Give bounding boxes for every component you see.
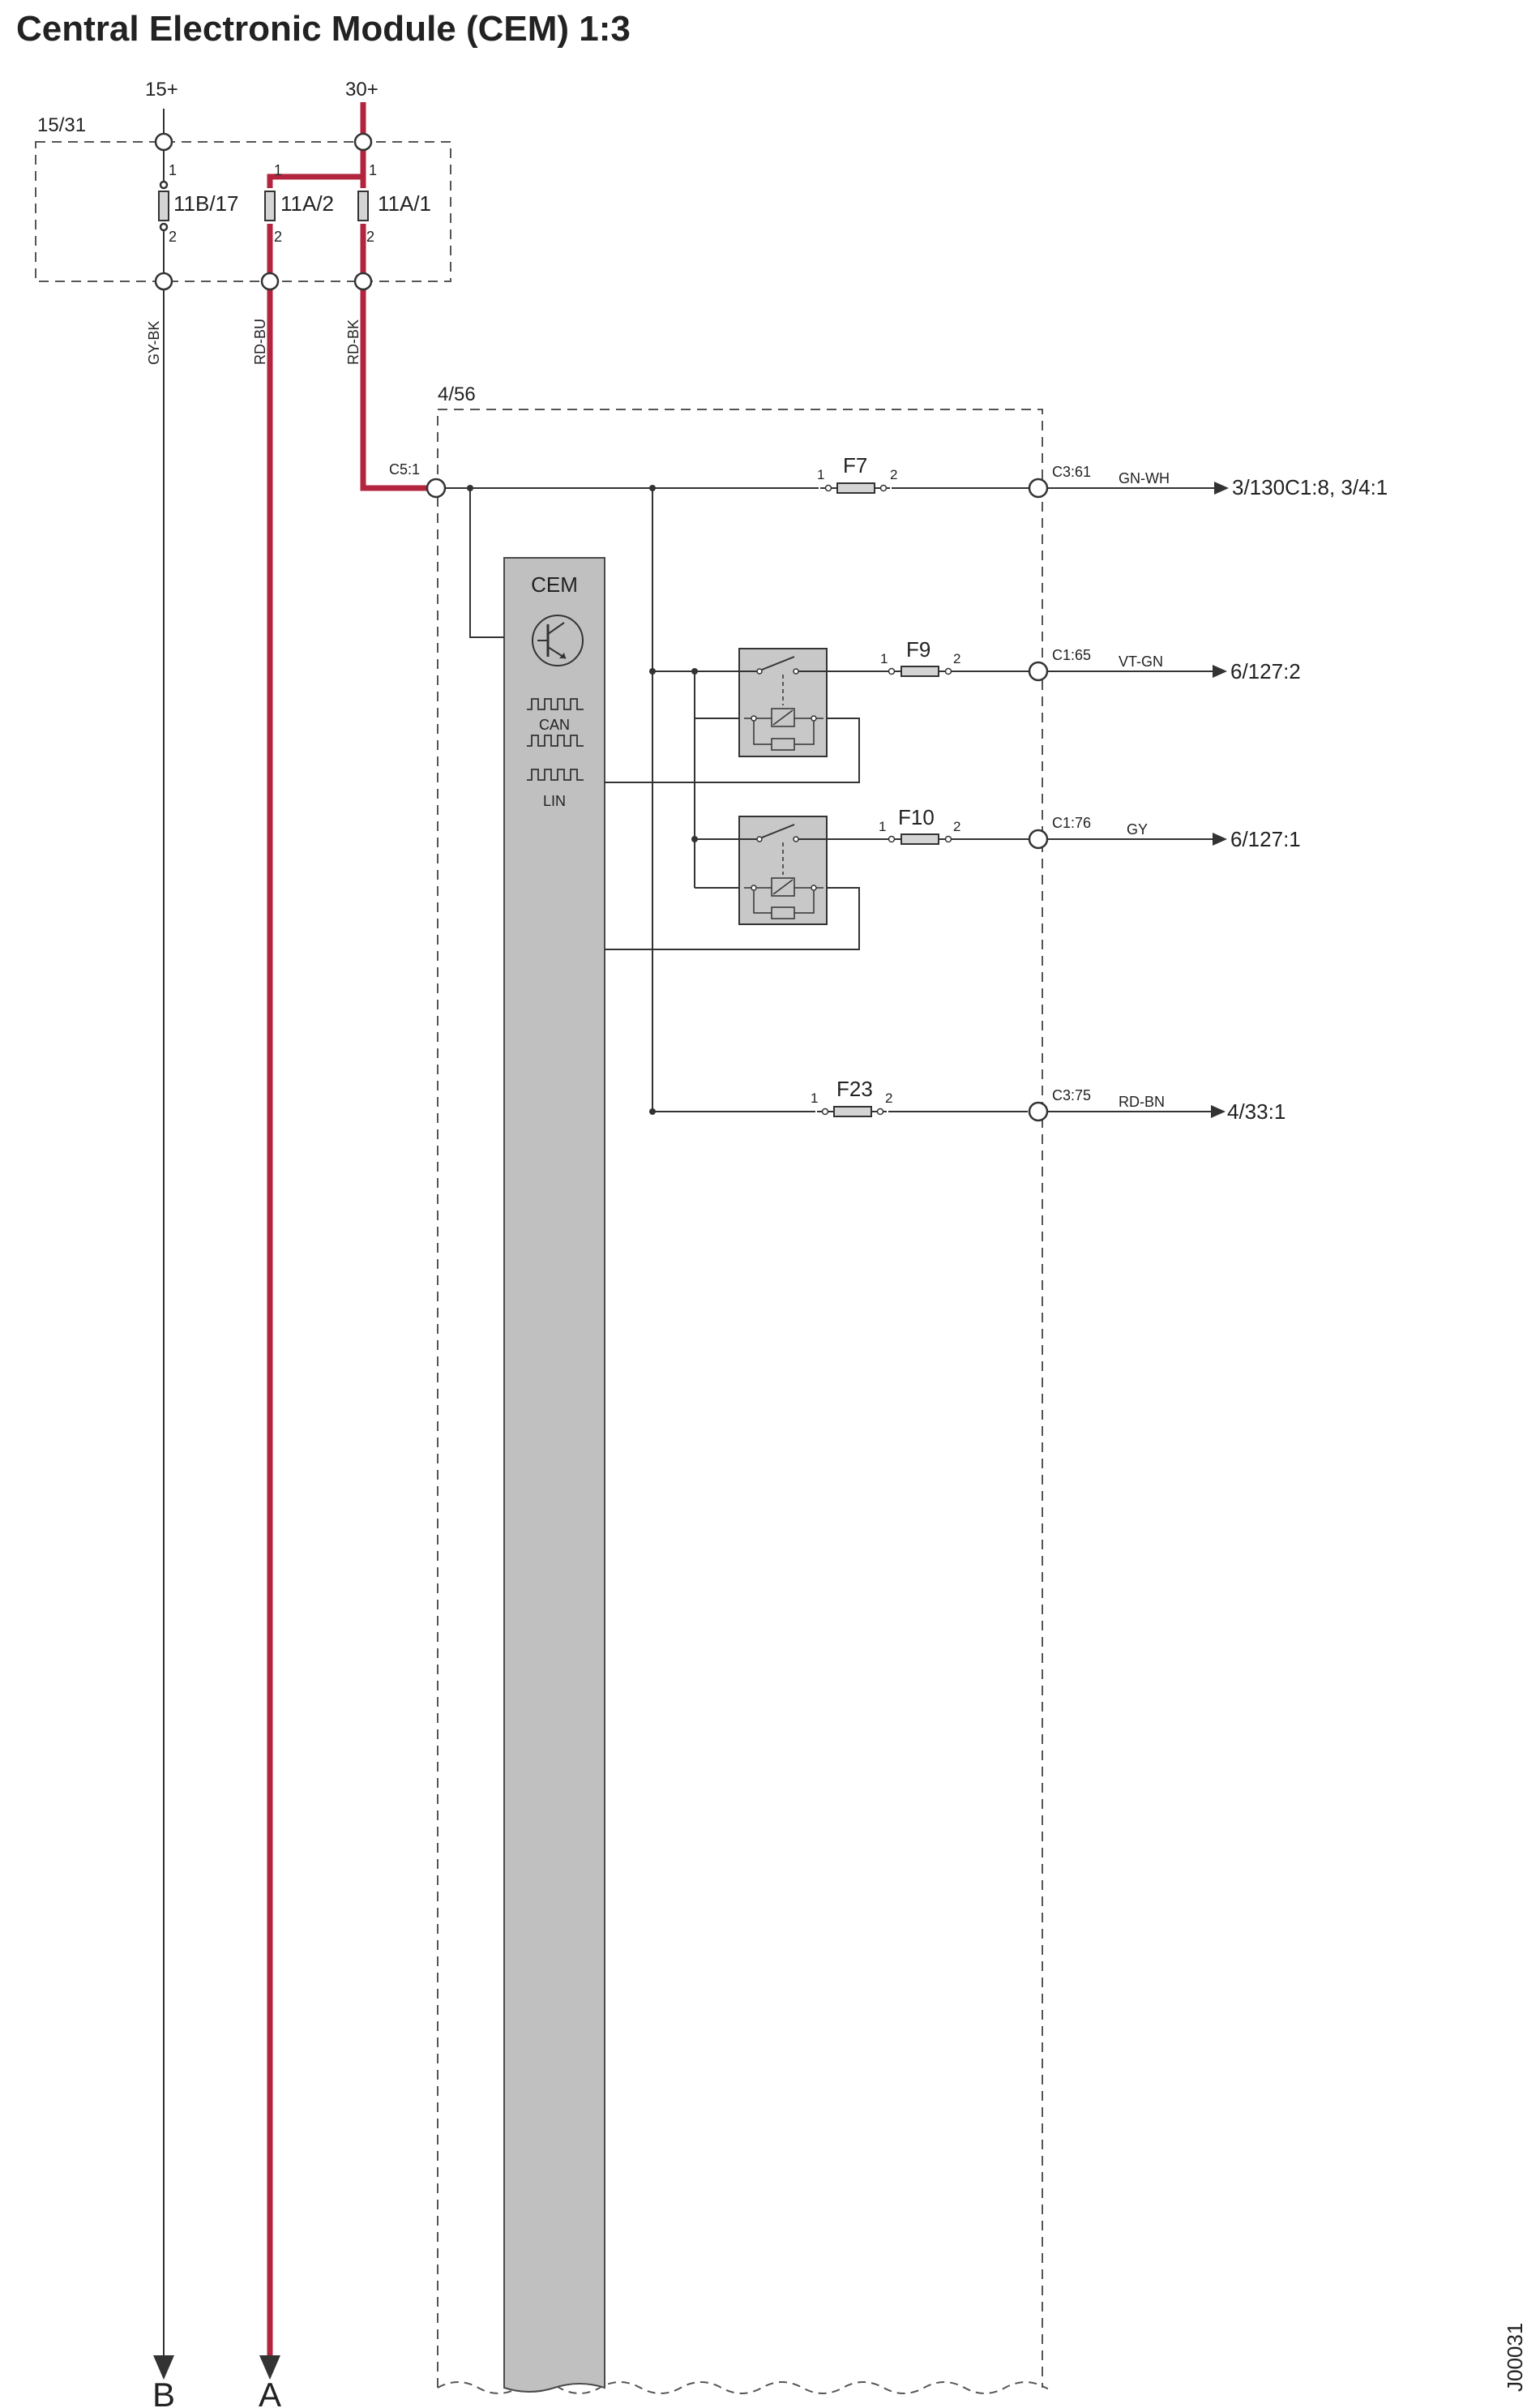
- cem-label: CEM: [531, 572, 578, 597]
- wire-label-rd-bu: RD-BU: [252, 319, 268, 365]
- continuation-b-label: B: [152, 2376, 175, 2408]
- can-waveform-icon: [527, 698, 584, 747]
- output-f9: 1 F9 2 C1:65 VT-GN 6/127:2: [827, 637, 1301, 683]
- fuse-11a2: 1 2 11A/2: [260, 162, 334, 291]
- f10-pin-out: 2: [953, 819, 960, 834]
- f7-name: F7: [843, 453, 867, 478]
- f9-pin-out: 2: [953, 651, 960, 666]
- diagram-title: Central Electronic Module (CEM) 1:3: [16, 9, 631, 49]
- output-f7: 1 F7 2 C3:61 GN-WH 3/130C1:8, 3/4:1: [817, 453, 1388, 499]
- f23-destination: 4/33:1: [1227, 1099, 1285, 1124]
- output-f23: 1 F23 2 C3:75 RD-BN 4/33:1: [811, 1077, 1285, 1124]
- f10-pin-in: 1: [879, 819, 886, 834]
- cem-block: [503, 557, 605, 2393]
- supply-30-label: 30+: [345, 79, 379, 101]
- diagram-id: J00031: [1503, 2323, 1527, 2392]
- wire-30-path: [259, 102, 430, 2380]
- f10-destination: 6/127:1: [1230, 827, 1301, 851]
- f23-connector: C3:75: [1052, 1087, 1091, 1103]
- fuse-11a1: 1 2 11A/1: [353, 132, 431, 291]
- f7-pin-in: 1: [817, 467, 824, 482]
- f7-pin-out: 2: [890, 467, 897, 482]
- module-label: 4/56: [438, 383, 476, 405]
- f7-connector: C3:61: [1052, 464, 1091, 480]
- fuse-11a2-name: 11A/2: [280, 191, 334, 216]
- f9-pin-in: 1: [880, 651, 888, 666]
- f23-wire: RD-BN: [1119, 1094, 1165, 1110]
- f9-name: F9: [906, 637, 930, 662]
- fuse-11b17: 1 2 11B/17: [154, 132, 238, 291]
- f9-wire: VT-GN: [1119, 653, 1163, 670]
- wire-label-rd-bk: RD-BK: [345, 319, 361, 365]
- connector-c5-1-label: C5:1: [389, 461, 420, 478]
- f23-pin-in: 1: [811, 1090, 818, 1106]
- f10-name: F10: [898, 805, 935, 829]
- output-f10: 1 F10 2 C1:76 GY 6/127:1: [827, 805, 1301, 851]
- fuse-11a1-pin-in: 1: [369, 162, 377, 178]
- fusebox-outline: [35, 141, 451, 282]
- f10-connector: C1:76: [1052, 815, 1091, 831]
- wire-15-path: [153, 109, 174, 2380]
- can-label: CAN: [539, 717, 570, 733]
- fuse-11a1-pin-out: 2: [366, 229, 374, 245]
- junction-dots: [467, 485, 698, 1115]
- fuse-11a2-pin-out: 2: [274, 229, 282, 245]
- f7-destination: 3/130C1:8, 3/4:1: [1232, 475, 1388, 499]
- fuse-11b17-pin-out: 2: [169, 229, 177, 245]
- f10-wire: GY: [1127, 821, 1148, 838]
- fuse-11b17-name: 11B/17: [173, 191, 238, 216]
- f9-destination: 6/127:2: [1230, 659, 1301, 683]
- transistor-icon: [532, 615, 584, 666]
- supply-15-label: 15+: [145, 79, 178, 101]
- continuation-a-label: A: [259, 2376, 281, 2408]
- relay-f10: [738, 816, 828, 925]
- relay-f9: [738, 648, 828, 757]
- f23-pin-out: 2: [885, 1090, 892, 1106]
- fuse-11b17-pin-in: 1: [169, 162, 177, 178]
- fusebox-label: 15/31: [37, 114, 86, 136]
- connector-c5-1: [426, 478, 447, 499]
- lin-label: LIN: [543, 793, 566, 809]
- fuse-11a1-name: 11A/1: [378, 191, 431, 216]
- fuse-11a2-pin-in: 1: [274, 162, 282, 178]
- f9-connector: C1:65: [1052, 647, 1091, 663]
- module-outline: [437, 409, 1043, 2388]
- wire-label-gy-bk: GY-BK: [146, 321, 162, 365]
- f7-wire: GN-WH: [1119, 470, 1170, 486]
- f23-name: F23: [836, 1077, 873, 1101]
- lin-waveform-icon: [527, 769, 584, 781]
